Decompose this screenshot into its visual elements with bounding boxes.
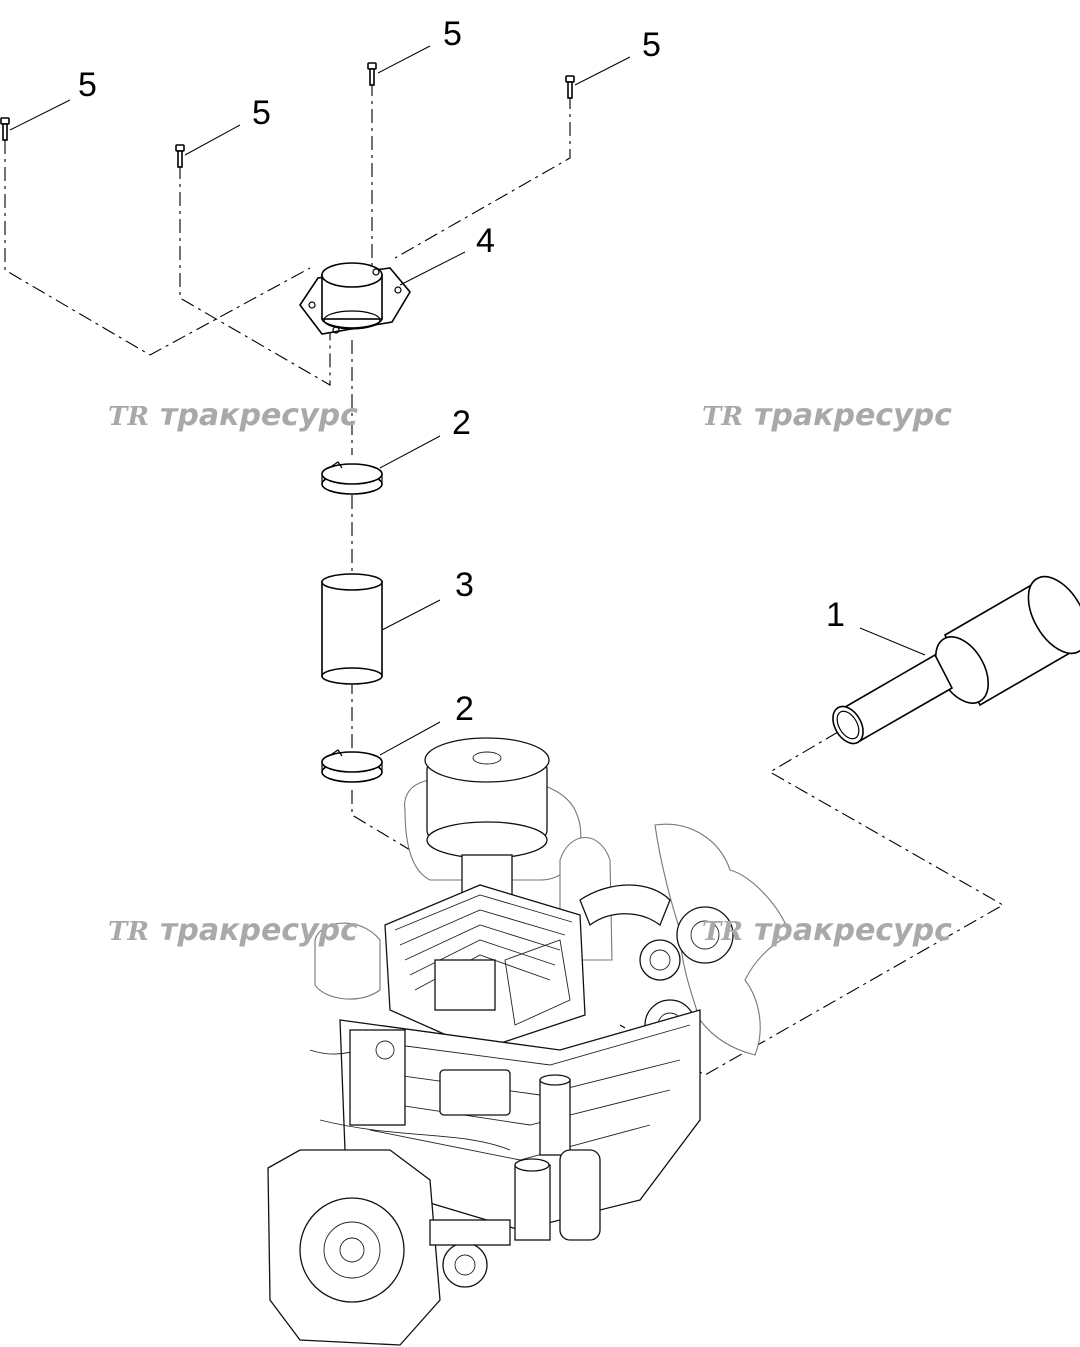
callout-2-clamp-lower: 2 xyxy=(455,690,474,728)
callout-2-clamp-upper: 2 xyxy=(452,404,471,442)
watermark-brand: тракресурс xyxy=(754,913,952,948)
leader-lines xyxy=(9,45,926,756)
pipe-1 xyxy=(832,575,1080,745)
sleeve-3 xyxy=(321,573,383,685)
bolt-5-center xyxy=(367,62,377,86)
watermark-brand: тракресурс xyxy=(754,398,952,433)
callout-4-flange: 4 xyxy=(476,222,495,260)
clamp-2-upper xyxy=(321,461,383,495)
watermark-logo: TR xyxy=(702,402,743,432)
bolt-5-far-left xyxy=(0,117,10,141)
watermark-brand: тракресурс xyxy=(160,398,358,433)
watermark-logo: TR xyxy=(108,917,149,947)
callout-5-right: 5 xyxy=(642,26,661,64)
bolt-5-right xyxy=(565,75,575,99)
watermark-top-right: TR тракресурс xyxy=(702,398,952,433)
callout-5-center: 5 xyxy=(443,15,462,53)
watermark-bottom-right: TR тракресурс xyxy=(702,913,952,948)
callout-labels: 5 5 5 5 4 2 3 2 1 xyxy=(78,15,845,728)
engine-assembly xyxy=(267,737,791,1346)
watermark-top-left: TR тракресурс xyxy=(108,398,358,433)
callout-5-left: 5 xyxy=(252,94,271,132)
callout-1-pipe: 1 xyxy=(826,596,845,634)
watermark-bottom-left: TR тракресурс xyxy=(108,913,358,948)
watermark-brand: тракресурс xyxy=(160,913,358,948)
callout-5-far-left: 5 xyxy=(78,66,97,104)
flange-4 xyxy=(299,262,411,335)
clamp-2-lower xyxy=(321,749,383,783)
bolt-5-left xyxy=(175,144,185,168)
callout-3-sleeve: 3 xyxy=(455,566,474,604)
watermark-logo: TR xyxy=(108,402,149,432)
watermark-logo: TR xyxy=(702,917,743,947)
